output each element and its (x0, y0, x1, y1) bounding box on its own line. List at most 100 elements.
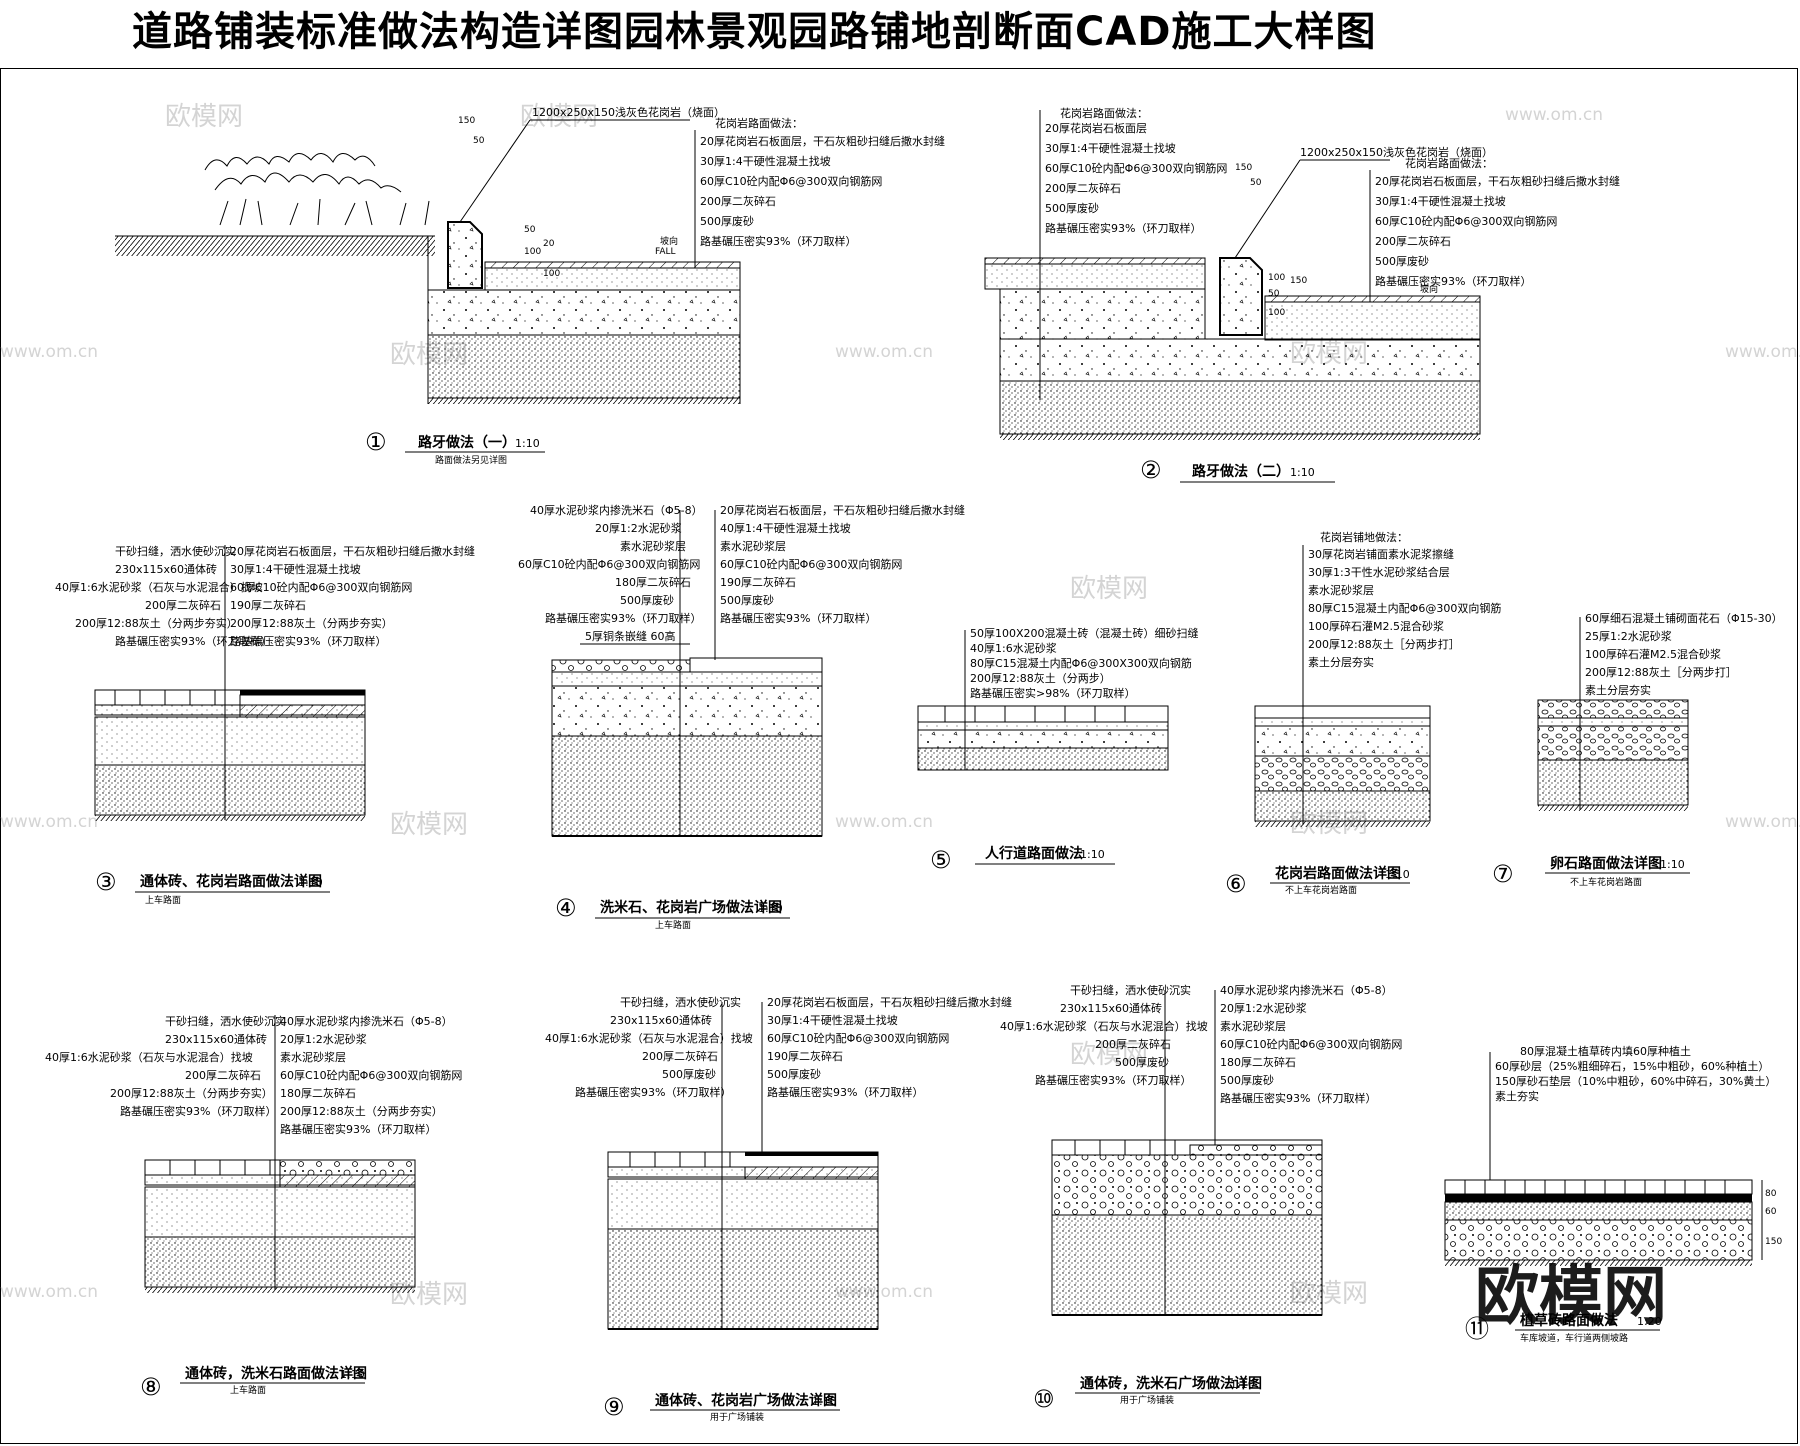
layer-label: 500厚废砂 (620, 593, 674, 607)
detail-scale: 1:10 (758, 902, 783, 915)
layer-label: 路基碾压密实93%（环刀取样） (280, 1122, 436, 1136)
planting-soil (115, 236, 435, 256)
detail-number: ⑥ (1225, 870, 1247, 898)
layer-label: 60厚C10砼内配Φ6@300双向钢筋网 (280, 1068, 462, 1082)
detail-sub: 上车路面 (230, 1384, 266, 1396)
left-layers-title: 花岗岩路面做法： (1060, 106, 1148, 120)
grass-pavers (1444, 1179, 1753, 1195)
detail-scale: 1:10 (298, 876, 323, 889)
watermark-brand: 欧模网 (390, 810, 468, 840)
layer-label: 20厚花岗岩石板面层，干石灰粗砂扫缝后撒水封缝 (767, 995, 1012, 1009)
dim-label: 50 (1250, 178, 1262, 188)
detail-number: ⑧ (140, 1373, 162, 1401)
layer-label: 路基碾压密实93%（环刀取样） (545, 611, 701, 625)
mortar-layer (917, 721, 1169, 731)
layer-label: 路基碾压密实93%（环刀取样） (1035, 1073, 1191, 1087)
layer-label: 230x115x60通体砖 (115, 562, 217, 576)
granite-surface (689, 657, 823, 673)
detail-sub: 不上车花岗岩路面 (1285, 884, 1357, 896)
dim-label: 坡向 (660, 235, 678, 247)
detail-7: 60厚细石混凝土铺砌面花石（Φ15-30） 25厚1:2水泥砂浆 100厚碎石灌… (1492, 611, 1783, 888)
sand-layer (999, 380, 1481, 435)
dim-label: 20 (543, 239, 555, 249)
curb-note: 1200x250x150浅灰色花岗岩（烧面） (532, 105, 725, 119)
dim-label: 150 (1290, 276, 1307, 286)
detail-number: ⑤ (930, 846, 952, 874)
detail-sub: 路面做法另见详图 (435, 454, 507, 466)
layer-label: 素土夯实 (1495, 1089, 1539, 1103)
dim-label: 50 (1268, 289, 1280, 299)
layer-callouts: 30厚花岗岩铺面素水泥浆擦缝 30厚1:3干性水泥砂浆结合层 素水泥砂浆层 80… (1308, 547, 1501, 669)
layer-label: 40厚1:6水泥砂浆（石灰与水泥混合）找坡 (545, 1031, 753, 1045)
dim-label: 150 (458, 116, 475, 126)
layer-label: 180厚二灰碎石 (615, 575, 691, 589)
detail-sub: 上车路面 (145, 894, 181, 906)
layer-label: 干砂扫缝，洒水使砂沉实 (115, 544, 236, 558)
subgrade (1538, 805, 1688, 811)
mixed-layer (1444, 1201, 1753, 1221)
base-layer (427, 289, 741, 336)
lime-soil-layer (1254, 790, 1431, 822)
detail-scale: 1:10 (1660, 858, 1685, 871)
dim-label: 100 (524, 247, 541, 257)
mortar-layer (484, 267, 741, 291)
layer-label: 素土分层夯实 (1308, 655, 1374, 669)
detail-caption: 路牙做法（二） (1192, 463, 1290, 480)
layer-label: 200厚12:88灰土［分两步打］ (1308, 637, 1460, 651)
layer-label: 100厚碎石灌M2.5混合砂浆 (1308, 619, 1444, 633)
layer-label: 60厚砂层（25%粗细碎石，15%中粗砂，60%种植土） (1495, 1059, 1769, 1073)
layer-label: 200厚二灰碎石 (1375, 234, 1451, 248)
detail-scale: 1:10 (340, 1368, 365, 1381)
layer-label: 500厚废砂 (700, 214, 754, 228)
curb-stone (1219, 257, 1263, 336)
pebble-surface (1537, 699, 1689, 719)
layer-label: 500厚废砂 (1375, 254, 1429, 268)
layer-label: 200厚12:88灰土［分两步打］ (1585, 665, 1737, 679)
layer-label: 干砂扫缝，洒水使砂沉实 (1070, 983, 1191, 997)
detail-scale: 1:10 (1230, 1378, 1255, 1391)
detail-1: 1200x250x150浅灰色花岗岩（烧面） 花岗岩路面做法： 20厚花岗岩石板… (115, 105, 945, 466)
layer-callouts: 60厚细石混凝土铺砌面花石（Φ15-30） 25厚1:2水泥砂浆 100厚碎石灌… (1585, 611, 1783, 697)
pebble-surface (279, 1159, 416, 1176)
layer-label: 100厚碎石灌M2.5混合砂浆 (1585, 647, 1721, 661)
layer-label: 素水泥砂浆层 (280, 1050, 346, 1064)
subgrade (145, 1287, 415, 1293)
detail-number: ③ (95, 868, 117, 896)
layer-callouts: 80厚混凝土植草砖内填60厚种植土 60厚砂层（25%粗细碎石，15%中粗砂，6… (1495, 1044, 1776, 1103)
subgrade (1445, 1260, 1752, 1266)
dim-label: 80 (1765, 1189, 1777, 1199)
detail-number: ④ (555, 894, 577, 922)
detail-8: 干砂扫缝，洒水使砂沉实 230x115x60通体砖 40厚1:6水泥砂浆（石灰与… (45, 1014, 462, 1401)
dim-label: 50 (473, 136, 485, 146)
layer-label: 500厚废砂 (767, 1067, 821, 1081)
base-layer (1051, 1154, 1323, 1216)
detail-sub: 上车路面 (655, 919, 691, 931)
layer-label: 60厚C10砼内配Φ6@300双向钢筋网 (518, 557, 700, 571)
concrete-layer (1254, 725, 1431, 757)
layer-label: 素土分层夯实 (1585, 683, 1651, 697)
layer-label: 500厚废砂 (662, 1067, 716, 1081)
watermark-url: www.om.cn (0, 1282, 98, 1302)
layer-label: 素水泥砂浆层 (1308, 583, 1374, 597)
layer-label: 60厚C10砼内配Φ6@300双向钢筋网 (720, 557, 902, 571)
layer-label: 20厚1:2水泥砂浆 (280, 1032, 367, 1046)
dim-label: 60 (1765, 1207, 1777, 1217)
dim-label: 100 (543, 269, 560, 279)
detail-caption: 洗米石、花岗岩广场做法详图 (600, 899, 782, 916)
dimensions: 150 50 100 150 50 100 坡向 (1235, 163, 1438, 318)
subgrade (1000, 434, 1480, 440)
watermark-brand: 欧模网 (165, 102, 243, 132)
watermark-brand: 欧模网 (1070, 574, 1148, 604)
watermark-url: www.om.cn (1725, 342, 1800, 362)
layer-label: 30厚1:4干硬性混凝土找坡 (1375, 194, 1506, 208)
mortar-layer (551, 671, 823, 687)
base-layer (999, 338, 1481, 382)
lime-soil-layer (917, 747, 1169, 771)
detail-sub: 不上车花岗岩路面 (1570, 876, 1642, 888)
layer-label: 190厚二灰碎石 (230, 598, 306, 612)
layer-label: 180厚二灰碎石 (280, 1086, 356, 1100)
dim-label: 150 (1235, 163, 1252, 173)
watermark-url: www.om.cn (0, 812, 98, 832)
layer-label: 素水泥砂浆层 (1220, 1019, 1286, 1033)
sand-layer (1051, 1214, 1323, 1316)
